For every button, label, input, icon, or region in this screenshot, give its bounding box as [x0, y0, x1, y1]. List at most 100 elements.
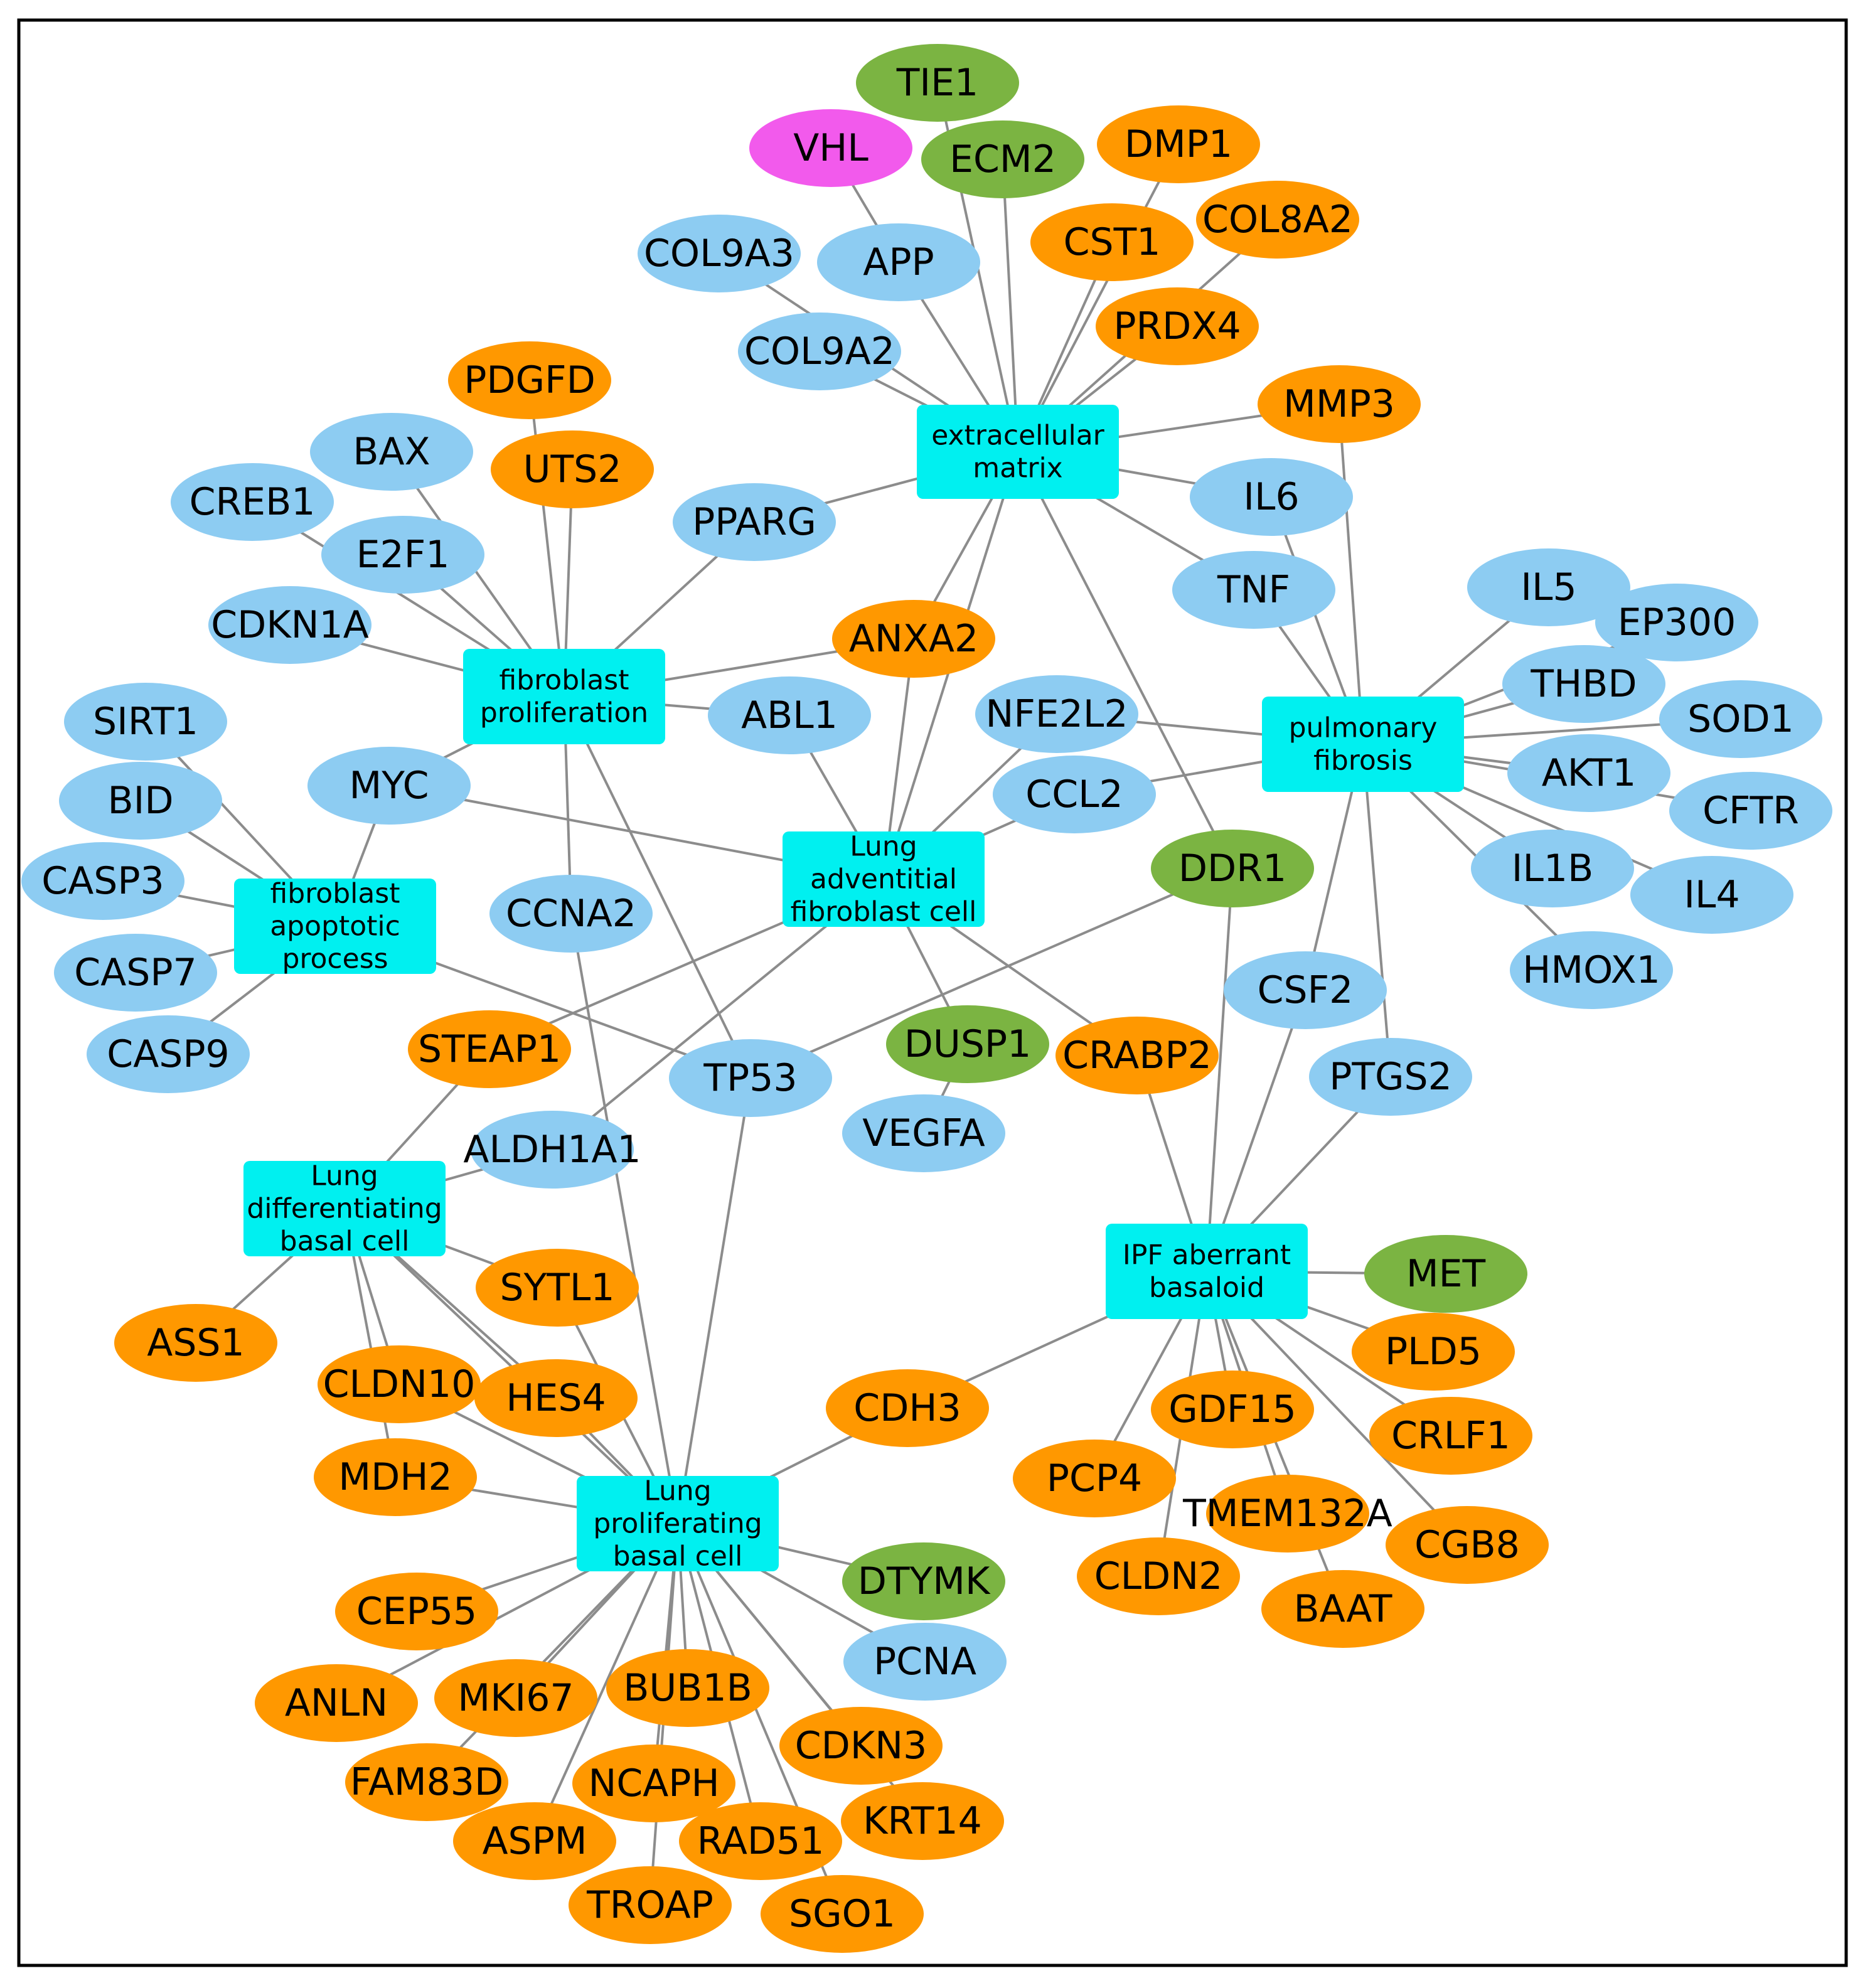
gene-ellipse: [1206, 1475, 1369, 1552]
gene-node-sirt1[interactable]: SIRT1: [64, 683, 227, 761]
gene-label: ANLN: [285, 1681, 388, 1725]
gene-node-cgb8[interactable]: CGB8: [1386, 1506, 1549, 1584]
gene-node-dusp1[interactable]: DUSP1: [886, 1005, 1049, 1083]
gene-node-bub1b[interactable]: BUB1B: [606, 1649, 769, 1727]
gene-node-rad51[interactable]: RAD51: [679, 1802, 842, 1880]
gene-ellipse: [59, 762, 222, 840]
gene-node-steap1[interactable]: STEAP1: [408, 1010, 571, 1088]
term-box: [463, 649, 665, 744]
term-label-line: Lung: [644, 1475, 711, 1507]
gene-node-mdh2[interactable]: MDH2: [314, 1438, 477, 1516]
gene-node-fam83d[interactable]: FAM83D: [345, 1743, 508, 1821]
gene-node-creb1[interactable]: CREB1: [171, 463, 334, 541]
gene-node-il4[interactable]: IL4: [1630, 856, 1793, 934]
gene-node-cftr[interactable]: CFTR: [1669, 772, 1832, 850]
gene-node-pld5[interactable]: PLD5: [1352, 1313, 1515, 1391]
gene-node-met[interactable]: MET: [1364, 1235, 1527, 1313]
gene-node-ddr1[interactable]: DDR1: [1151, 830, 1314, 907]
gene-node-il5[interactable]: IL5: [1467, 548, 1630, 626]
gene-node-aspm[interactable]: ASPM: [453, 1802, 616, 1880]
gene-node-anln[interactable]: ANLN: [255, 1664, 418, 1742]
gene-node-vegfa[interactable]: VEGFA: [842, 1094, 1005, 1172]
gene-node-dmp1[interactable]: DMP1: [1097, 105, 1260, 183]
gene-node-aldh1a1[interactable]: ALDH1A1: [463, 1111, 641, 1189]
gene-node-nfe2l2[interactable]: NFE2L2: [975, 675, 1138, 753]
gene-node-uts2[interactable]: UTS2: [491, 430, 654, 508]
gene-node-app[interactable]: APP: [817, 223, 980, 301]
gene-node-tie1[interactable]: TIE1: [856, 44, 1019, 122]
gene-node-tp53[interactable]: TP53: [669, 1039, 832, 1117]
gene-node-myc[interactable]: MYC: [307, 747, 471, 825]
gene-node-mmp3[interactable]: MMP3: [1258, 365, 1421, 443]
gene-node-krt14[interactable]: KRT14: [841, 1782, 1004, 1860]
gene-node-csf2[interactable]: CSF2: [1224, 951, 1387, 1029]
gene-node-dtymk[interactable]: DTYMK: [842, 1542, 1005, 1620]
gene-node-cdkn3[interactable]: CDKN3: [779, 1707, 943, 1785]
gene-node-pparg[interactable]: PPARG: [673, 483, 836, 561]
gene-node-ass1[interactable]: ASS1: [114, 1304, 277, 1382]
gene-label: DTYMK: [858, 1559, 991, 1603]
gene-node-casp7[interactable]: CASP7: [54, 934, 217, 1012]
gene-node-anxa2[interactable]: ANXA2: [832, 600, 995, 678]
gene-node-mki67[interactable]: MKI67: [434, 1659, 597, 1737]
edge-tp53-lpb: [676, 1077, 752, 1524]
gene-label: MYC: [349, 764, 429, 808]
gene-node-troap[interactable]: TROAP: [569, 1866, 732, 1944]
gene-node-crlf1[interactable]: CRLF1: [1369, 1397, 1532, 1475]
gene-node-cldn2[interactable]: CLDN2: [1077, 1537, 1240, 1615]
gene-node-cldn10[interactable]: CLDN10: [318, 1345, 481, 1423]
gene-node-akt1[interactable]: AKT1: [1507, 734, 1670, 812]
gene-node-col9a3[interactable]: COL9A3: [638, 215, 801, 292]
gene-node-sod1[interactable]: SOD1: [1659, 680, 1822, 758]
gene-node-baat[interactable]: BAAT: [1261, 1570, 1424, 1648]
gene-node-pcna[interactable]: PCNA: [843, 1623, 1007, 1701]
gene-node-pcp4[interactable]: PCP4: [1013, 1440, 1176, 1517]
gene-node-col9a2[interactable]: COL9A2: [738, 313, 901, 390]
gene-ellipse: [489, 875, 653, 953]
gene-node-cep55[interactable]: CEP55: [335, 1573, 498, 1650]
gene-node-hmox1[interactable]: HMOX1: [1510, 931, 1673, 1009]
edge-ddr1-ecm: [1017, 451, 1234, 869]
gene-node-ccna2[interactable]: CCNA2: [489, 875, 653, 953]
gene-node-casp9[interactable]: CASP9: [87, 1015, 250, 1093]
gene-label: COL8A2: [1202, 198, 1353, 242]
gene-node-crabp2[interactable]: CRABP2: [1055, 1017, 1219, 1094]
gene-node-thbd[interactable]: THBD: [1502, 645, 1665, 723]
gene-node-cdh3[interactable]: CDH3: [826, 1369, 989, 1447]
gene-node-prdx4[interactable]: PRDX4: [1096, 287, 1259, 365]
gene-node-sgo1[interactable]: SGO1: [761, 1875, 924, 1953]
gene-node-ptgs2[interactable]: PTGS2: [1309, 1038, 1472, 1116]
gene-node-il1b[interactable]: IL1B: [1471, 830, 1634, 907]
gene-node-cst1[interactable]: CST1: [1030, 203, 1194, 281]
gene-node-tnf[interactable]: TNF: [1172, 551, 1335, 629]
gene-node-bax[interactable]: BAX: [310, 413, 473, 491]
gene-node-e2f1[interactable]: E2F1: [321, 516, 484, 594]
gene-node-col8a2[interactable]: COL8A2: [1196, 181, 1359, 259]
gene-node-vhl[interactable]: VHL: [749, 109, 912, 187]
gene-node-ccl2[interactable]: CCL2: [993, 756, 1156, 833]
gene-node-cdkn1a[interactable]: CDKN1A: [208, 586, 371, 664]
gene-node-bid[interactable]: BID: [59, 762, 222, 840]
gene-node-tmem132a[interactable]: TMEM132A: [1182, 1475, 1392, 1552]
gene-node-il6[interactable]: IL6: [1190, 458, 1353, 536]
gene-label: CASP9: [107, 1032, 229, 1076]
gene-node-ncaph[interactable]: NCAPH: [572, 1745, 735, 1822]
gene-node-hes4[interactable]: HES4: [474, 1359, 638, 1437]
gene-node-ep300[interactable]: EP300: [1595, 584, 1758, 661]
gene-node-gdf15[interactable]: GDF15: [1151, 1371, 1314, 1448]
gene-node-casp3[interactable]: CASP3: [21, 842, 184, 920]
gene-ellipse: [1309, 1038, 1472, 1116]
gene-node-abl1[interactable]: ABL1: [708, 676, 871, 754]
gene-node-ecm2[interactable]: ECM2: [921, 120, 1084, 198]
gene-node-pdgfd[interactable]: PDGFD: [448, 341, 611, 419]
gene-node-sytl1[interactable]: SYTL1: [476, 1249, 639, 1327]
gene-ellipse: [572, 1745, 735, 1822]
